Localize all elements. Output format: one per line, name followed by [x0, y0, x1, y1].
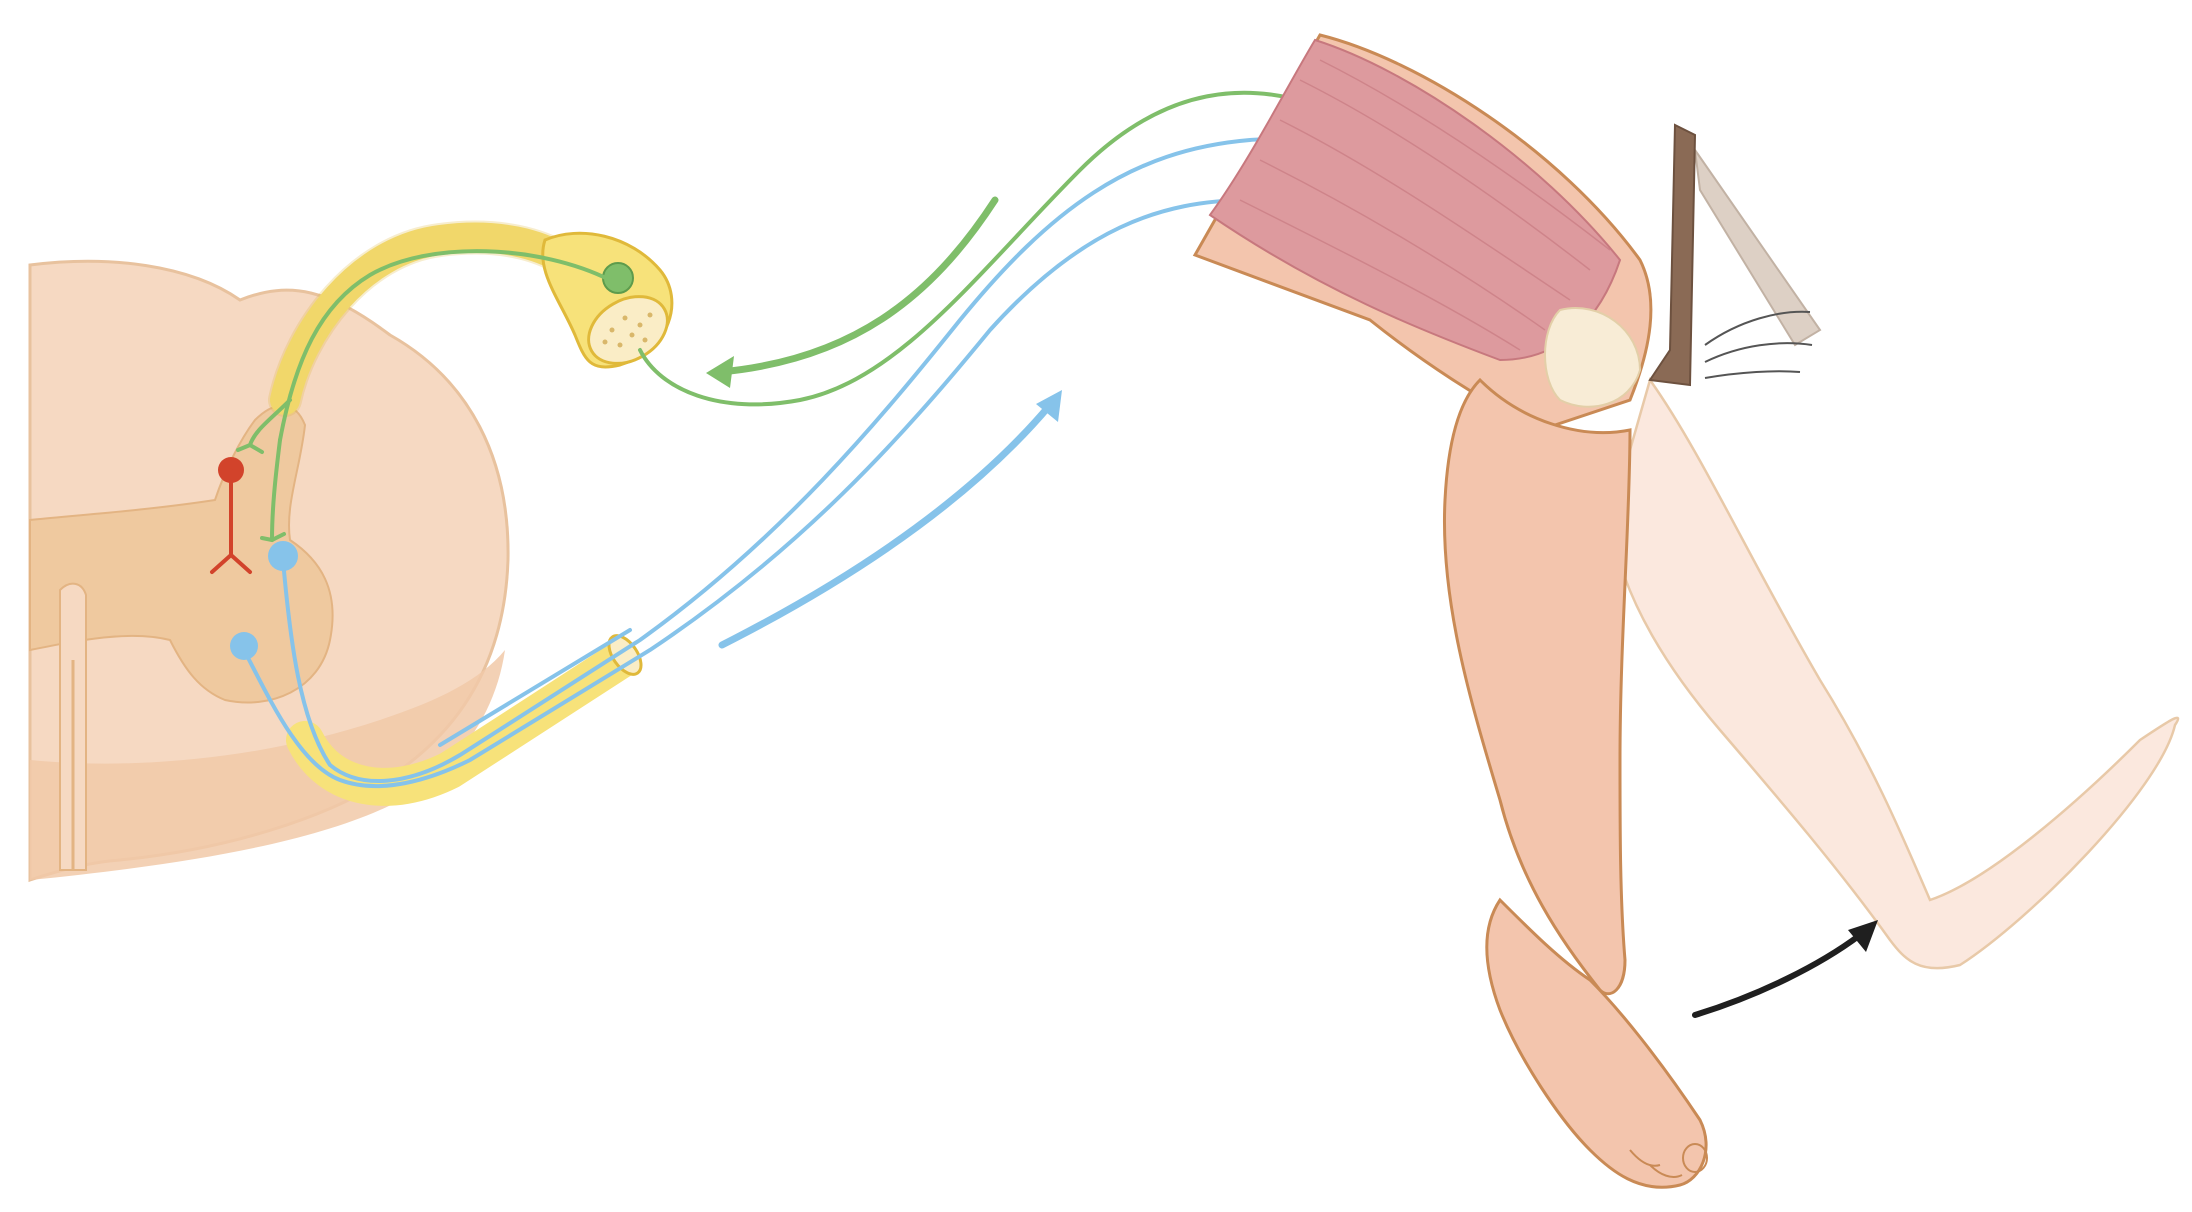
reflex-hammer: [1650, 125, 1820, 385]
leg-lower-kicked: [1610, 380, 2178, 968]
hammer-head: [1650, 125, 1695, 385]
sensory-direction-arrow: [706, 200, 995, 388]
motor-direction-arrow: [722, 390, 1062, 645]
kick-direction-arrow: [1695, 920, 1878, 1015]
motor-cell-body-flexor: [230, 632, 258, 660]
kick-arrowhead: [1848, 920, 1878, 952]
hammer-head-ghost: [1695, 150, 1820, 345]
leg-lower: [1444, 380, 1630, 994]
sensory-arrowhead: [706, 356, 734, 388]
